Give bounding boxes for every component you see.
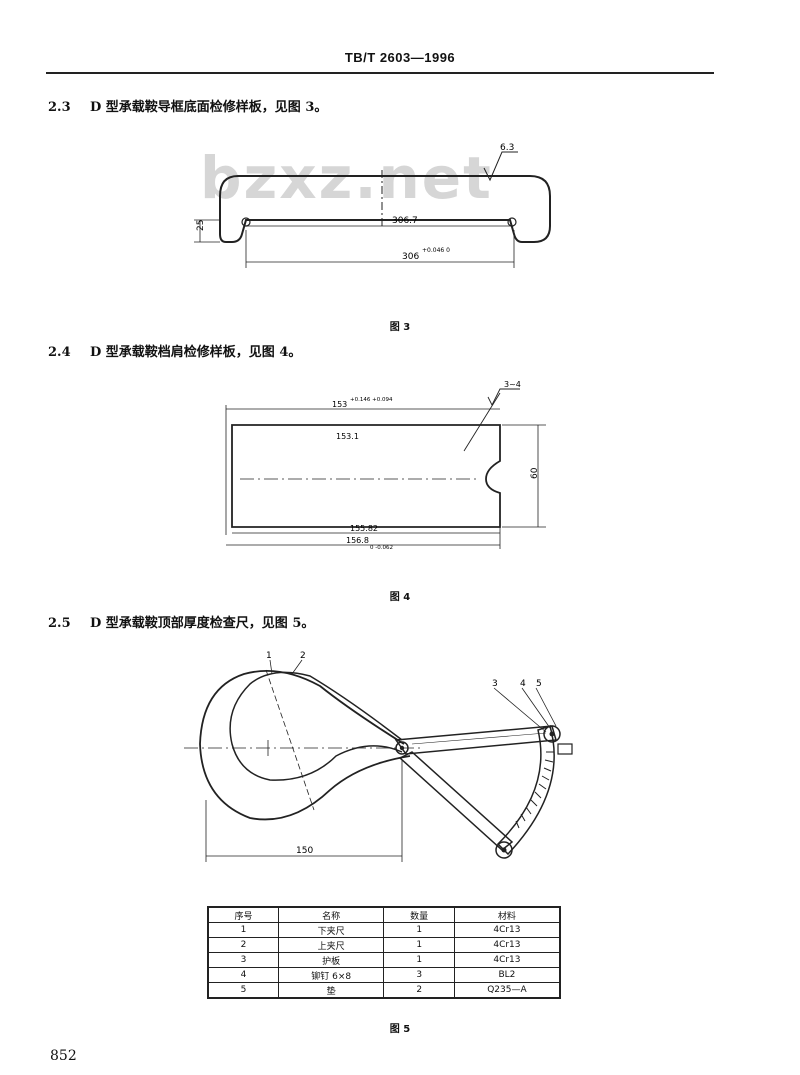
table-row: 2 上夹尺 1 4Cr13	[207, 937, 561, 953]
section-2-4: 2.4 D 型承载鞍档肩检修样板，见图 4。	[48, 341, 301, 360]
section-text: D 型承载鞍顶部厚度检查尺，见图 5。	[90, 616, 315, 631]
pivot	[395, 741, 409, 755]
cell-name: 铆钉 6×8	[277, 967, 385, 983]
section-number: 2.5	[48, 616, 71, 631]
section-number: 2.3	[48, 100, 71, 115]
cell-qty: 1	[383, 922, 455, 938]
callout-3: 3	[492, 679, 498, 689]
cell-qty: 3	[383, 967, 455, 983]
cell-name: 垫	[277, 982, 385, 999]
header-rule	[46, 72, 714, 74]
table-header-row: 序号 名称 数量 材料	[207, 906, 561, 923]
figure-5-caliper-drawing: 1 2 3 4 5 150	[184, 651, 573, 862]
template-outline	[219, 175, 551, 243]
fig3-dim-outer: 306	[402, 252, 419, 262]
fig4-roughness: 3~4	[504, 380, 521, 389]
fig4-dim-bottom: 156.8	[346, 536, 369, 545]
section-text: D 型承载鞍导框底面检修样板，见图 3。	[90, 100, 328, 115]
col-header-seq: 序号	[207, 906, 279, 923]
figure-4-template-drawing: 153 +0.146 +0.094 153.1 3~4 60 155.82 15…	[225, 380, 546, 551]
fig3-dim-height: 25	[196, 220, 206, 231]
page-number: 852	[50, 1048, 77, 1064]
cell-name: 下夹尺	[277, 922, 385, 938]
cell-material: 4Cr13	[453, 922, 561, 938]
col-header-name: 名称	[277, 906, 385, 923]
cell-material: BL2	[453, 967, 561, 983]
cell-qty: 1	[383, 952, 455, 968]
cell-material: 4Cr13	[453, 952, 561, 968]
plate-outline	[231, 424, 501, 528]
callout-1: 1	[266, 651, 272, 661]
fig3-dim-outer-tol: +0.046 0	[422, 247, 450, 254]
callout-2: 2	[300, 651, 306, 661]
cell-name: 上夹尺	[277, 937, 385, 953]
cell-seq: 2	[207, 937, 279, 953]
cell-qty: 1	[383, 937, 455, 953]
figure-3-template-drawing: bzxz.net 306.7 306 +0.046 0 25 6.3	[194, 143, 551, 268]
figure-3-caption: 图 3	[389, 322, 411, 333]
cell-material: 4Cr13	[453, 937, 561, 953]
col-header-qty: 数量	[383, 906, 455, 923]
col-header-material: 材料	[453, 906, 561, 923]
page-header: TB/T 2603—1996	[344, 50, 456, 65]
callout-4: 4	[520, 679, 526, 689]
fig4-dim-top-inner: 153.1	[336, 432, 359, 441]
parts-table: 序号 名称 数量 材料 1 下夹尺 1 4Cr13 2 上夹尺 1 4Cr13 …	[207, 906, 561, 999]
cell-seq: 5	[207, 982, 279, 999]
table-row: 1 下夹尺 1 4Cr13	[207, 922, 561, 938]
fig4-dim-top-tol: +0.146 +0.094	[350, 397, 393, 403]
fig4-dim-bottom-tol: 0 -0.062	[370, 545, 393, 551]
rivet	[495, 841, 513, 859]
cell-name: 护板	[277, 952, 385, 968]
table-row: 4 铆钉 6×8 3 BL2	[207, 967, 561, 983]
fig5-dim-length: 150	[296, 846, 313, 856]
fig3-dim-inner: 306.7	[392, 216, 418, 226]
section-2-5: 2.5 D 型承载鞍顶部厚度检查尺，见图 5。	[48, 612, 314, 631]
lower-jaw	[199, 669, 411, 821]
section-number: 2.4	[48, 345, 71, 360]
fig4-dim-bottom-inner: 155.82	[350, 524, 378, 533]
section-text: D 型承载鞍档肩检修样板，见图 4。	[90, 345, 302, 360]
figure-5-caption: 图 5	[389, 1024, 411, 1035]
fig4-dim-top: 153	[332, 400, 347, 409]
cell-qty: 2	[383, 982, 455, 999]
cell-material: Q235—A	[453, 982, 561, 999]
section-2-3: 2.3 D 型承载鞍导框底面检修样板，见图 3。	[48, 96, 327, 115]
fig4-dim-height: 60	[530, 467, 540, 479]
upper-arm	[394, 725, 557, 755]
upper-jaw	[229, 671, 403, 781]
table-row: 5 垫 2 Q235—A	[207, 982, 561, 999]
cell-seq: 4	[207, 967, 279, 983]
cell-seq: 1	[207, 922, 279, 938]
lower-arm	[398, 751, 514, 851]
fig3-roughness: 6.3	[500, 143, 514, 153]
table-row: 3 护板 1 4Cr13	[207, 952, 561, 968]
figure-4-caption: 图 4	[389, 592, 411, 603]
watermark: bzxz.net	[200, 144, 493, 212]
callout-5: 5	[536, 679, 542, 689]
cell-seq: 3	[207, 952, 279, 968]
rivet	[543, 725, 561, 743]
